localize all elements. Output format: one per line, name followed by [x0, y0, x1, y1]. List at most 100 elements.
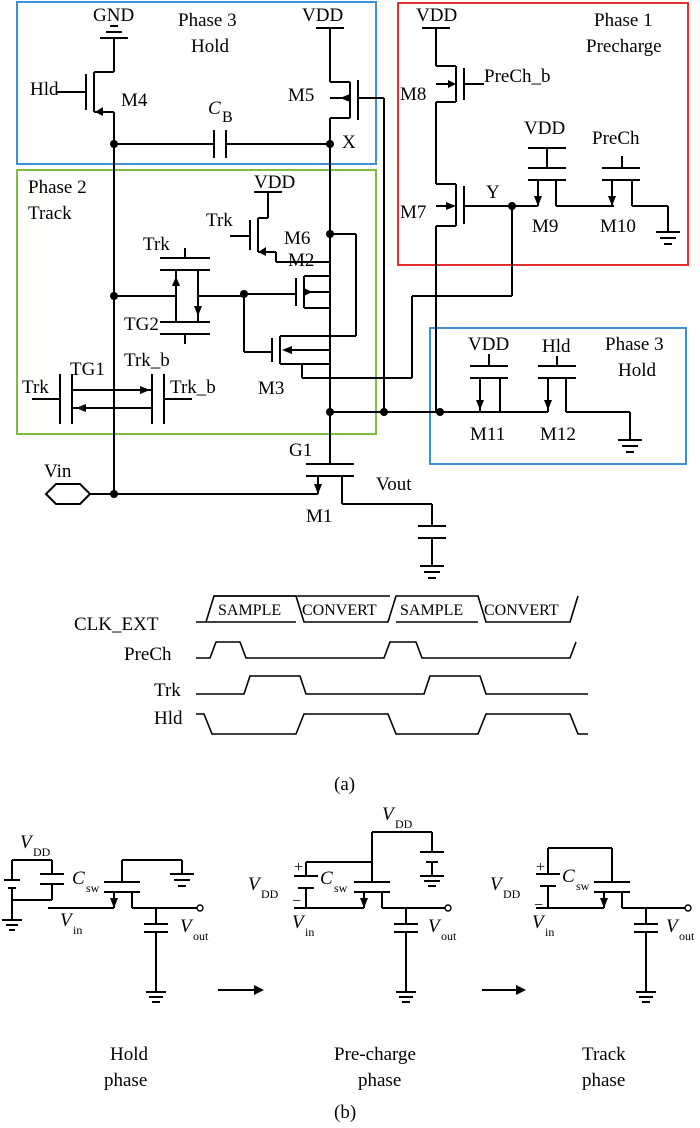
hld-label-m12: Hld: [542, 336, 571, 357]
vout-label: Vout: [376, 474, 412, 495]
phase2-subtitle: Track: [28, 203, 72, 224]
m3-label: M3: [258, 378, 284, 399]
m4-label: M4: [121, 90, 148, 111]
b-hold-vdd-v: V: [20, 832, 34, 853]
b-pre-vin-sub: in: [305, 925, 314, 939]
clk-ext-waveform: [196, 595, 579, 623]
b-trk-vin-sub: in: [545, 925, 554, 939]
phase3-top-subtitle: Hold: [191, 36, 230, 57]
b-trk-plus: +: [536, 859, 545, 876]
b-trk-name-2: phase: [582, 1070, 625, 1091]
gnd-label: GND: [93, 5, 134, 26]
vdd-label-m6: VDD: [254, 172, 295, 193]
b-pre-vdd-sub: DD: [261, 887, 279, 901]
prech-waveform: [196, 641, 577, 659]
trk-label-tg2: Trk: [143, 234, 170, 255]
cb-label: C: [208, 98, 221, 119]
phase3-right-subtitle: Hold: [618, 360, 657, 381]
b-hold-vout-sub: out: [193, 929, 209, 943]
timing-prech-label: PreCh: [124, 644, 172, 665]
timing-hld-label: Hld: [154, 708, 183, 729]
schematic-b-hold: V DD C sw V in V out Hold phase: [2, 832, 209, 1091]
x-node-label: X: [342, 132, 356, 153]
timing-diagram: CLK_EXT PreCh Trk Hld SAMPLE CONVERT SAM…: [74, 595, 588, 735]
phase1-precharge-box: [397, 2, 689, 266]
timing-segment-2: CONVERT: [302, 602, 377, 619]
vdd-label-m9: VDD: [524, 118, 565, 139]
trk-b-label-tg1: Trk_b: [170, 377, 216, 398]
m9-label: M9: [532, 216, 558, 237]
b-trk-vdd-sub: DD: [503, 887, 521, 901]
m6-label: M6: [284, 228, 310, 249]
b-hold-name-1: Hold: [110, 1044, 149, 1065]
phase3-right-title: Phase 3: [605, 334, 664, 355]
cb-sub-label: B: [222, 109, 233, 126]
timing-trk-label: Trk: [154, 680, 181, 701]
timing-segment-1: SAMPLE: [218, 602, 281, 619]
trk-waveform: [196, 675, 588, 695]
vdd-label-m5: VDD: [302, 5, 343, 26]
b-pre-name-2: phase: [358, 1070, 401, 1091]
hld-label-m4: Hld: [30, 79, 59, 100]
b-pre-name-1: Pre-charge: [334, 1044, 416, 1065]
b-hold-csw-c: C: [72, 868, 85, 889]
phase2-title: Phase 2: [28, 177, 87, 198]
b-trk-minus: −: [534, 897, 543, 914]
b-trk-name-1: Track: [582, 1044, 626, 1065]
b-pre-vdd2-sub: DD: [395, 817, 413, 831]
prech-label-m10: PreCh: [592, 128, 640, 149]
b-pre-vout-sub: out: [441, 929, 457, 943]
timing-segment-4: CONVERT: [484, 602, 559, 619]
m10-label: M10: [600, 216, 636, 237]
vdd-label-m8: VDD: [416, 5, 457, 26]
b-pre-vin-v: V: [292, 912, 306, 933]
prech-b-label: PreCh_b: [484, 66, 551, 87]
tg2-label: TG2: [124, 314, 159, 335]
b-hold-vdd-sub: DD: [33, 845, 51, 859]
hld-waveform: [196, 713, 588, 735]
b-trk-vin-v: V: [532, 912, 546, 933]
timing-segment-3: SAMPLE: [400, 602, 463, 619]
tg1-label: TG1: [70, 359, 105, 380]
b-hold-vout-v: V: [180, 916, 194, 937]
b-pre-plus: +: [294, 859, 303, 876]
timing-clk-ext-label: CLK_EXT: [74, 614, 159, 635]
phase2-track-box: [16, 169, 377, 435]
trk-label-tg1: Trk: [22, 377, 49, 398]
b-hold-csw-sub: sw: [86, 881, 100, 895]
m2-label: M2: [288, 250, 314, 271]
b-trk-csw-c: C: [562, 866, 575, 887]
b-trk-vout-sub: out: [679, 929, 695, 943]
b-pre-minus: −: [292, 893, 301, 910]
b-pre-csw-c: C: [320, 868, 333, 889]
trk-label-m6: Trk: [206, 210, 233, 231]
phase3-top-title: Phase 3: [178, 10, 237, 31]
phase1-subtitle: Precharge: [586, 36, 662, 57]
schematic-b-precharge: + − V DD C sw V DD V in V: [248, 804, 457, 1091]
b-trk-csw-sub: sw: [576, 879, 590, 893]
b-hold-name-2: phase: [104, 1070, 147, 1091]
b-pre-vdd2-v: V: [382, 804, 396, 825]
b-trk-vout-v: V: [666, 916, 680, 937]
m1-label: M1: [306, 506, 332, 527]
phase1-title: Phase 1: [594, 10, 653, 31]
m8-label: M8: [400, 84, 426, 105]
schematic-a: GND Hld M4 C B X VDD M5: [22, 5, 680, 579]
caption-a: (a): [334, 774, 355, 795]
caption-b: (b): [334, 1102, 356, 1123]
m11-label: M11: [470, 424, 505, 445]
y-node-label: Y: [486, 182, 500, 203]
phase3-hold-box-right: [429, 327, 687, 465]
vdd-label-m11: VDD: [468, 334, 509, 355]
vin-label: Vin: [44, 461, 72, 482]
m7-label: M7: [400, 202, 426, 223]
b-trk-vdd-v: V: [490, 874, 504, 895]
schematic-b-track: + − V DD C sw V in V out Track phase: [490, 847, 695, 1091]
b-pre-vdd-v: V: [248, 874, 262, 895]
b-pre-vout-v: V: [428, 916, 442, 937]
phase3-hold-box-top: [16, 1, 377, 165]
m12-label: M12: [540, 424, 576, 445]
m5-label: M5: [288, 85, 314, 106]
b-pre-csw-sub: sw: [334, 881, 348, 895]
